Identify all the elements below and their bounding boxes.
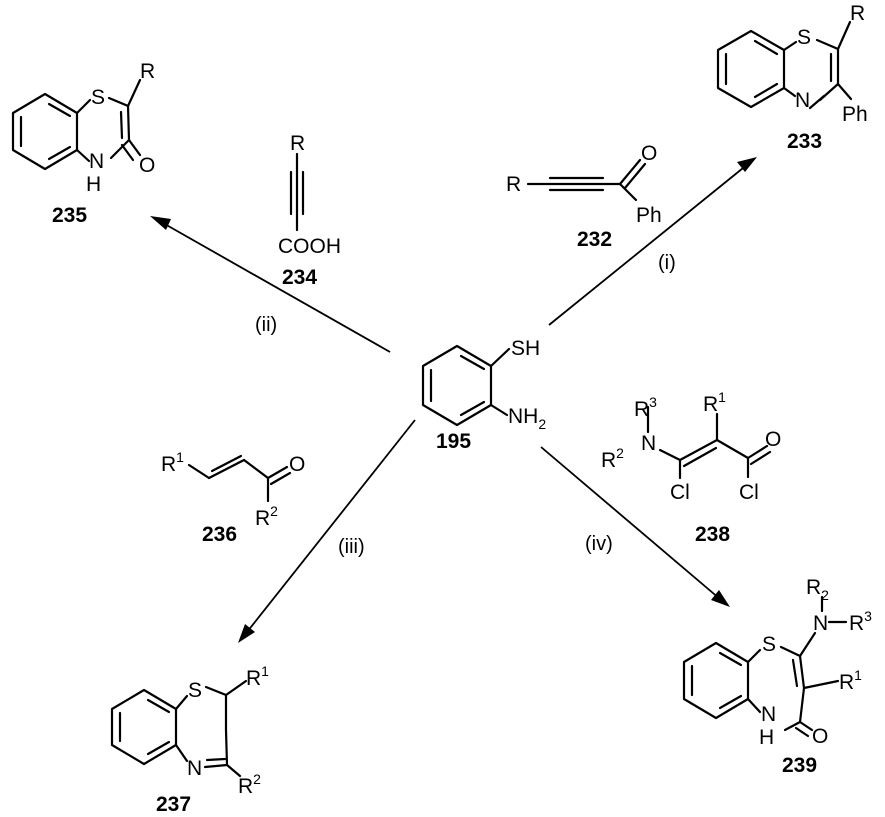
compound-239-skeleton [682, 595, 848, 738]
compound-236-r1: R1 [161, 449, 184, 476]
compound-239-oxygen: O [812, 725, 828, 748]
thiol-label: SH [511, 337, 540, 360]
arrow-iii [238, 419, 416, 643]
compound-239-sulfur: S [762, 633, 776, 656]
compound-236: R1 O R2 236 [161, 449, 305, 546]
compound-233-skeleton [716, 20, 853, 110]
compound-236-skeleton [187, 454, 292, 503]
compound-238-skeleton [646, 405, 772, 480]
condition-iii: (iii) [338, 536, 365, 558]
compound-235-skeleton [11, 78, 142, 171]
compound-233-number: 233 [787, 130, 822, 153]
compound-232-r: R [506, 173, 521, 196]
condition-iv: (iv) [585, 533, 613, 555]
compound-239-r2: R2 [806, 576, 829, 603]
compound-233-phenyl: Ph [842, 103, 868, 126]
arrow-ii [150, 216, 391, 353]
compound-235-r: R [140, 60, 155, 83]
compound-239-number: 239 [782, 754, 817, 777]
compound-236-r2: R2 [255, 503, 278, 530]
arrow-iv [540, 446, 730, 607]
compound-239-nitrogen: N [761, 703, 776, 726]
compound-238-chlorine-1: Cl [670, 481, 690, 504]
condition-i: (i) [658, 252, 676, 274]
compound-235-number: 235 [52, 204, 87, 227]
compound-235-nitrogen: N [89, 150, 104, 173]
compound-232-number: 232 [577, 228, 612, 251]
compound-235-oxygen: O [139, 154, 155, 177]
condition-ii: (ii) [255, 314, 277, 336]
compound-234-skeleton [289, 152, 305, 232]
compound-237: S R1 N R2 237 [110, 663, 269, 816]
amine-label: NH2 [508, 405, 546, 432]
compound-239-amine-nitrogen: N [813, 612, 828, 635]
compound-234-carboxyl: COOH [278, 235, 341, 258]
compound-195-number: 195 [436, 430, 471, 453]
compound-232: R O Ph 232 [506, 142, 662, 251]
compound-237-number: 237 [156, 793, 191, 816]
compound-233-r: R [850, 2, 865, 25]
compound-235-sulfur: S [91, 86, 105, 109]
compound-237-sulfur: S [188, 679, 202, 702]
compound-233-nitrogen: N [795, 89, 810, 112]
compound-239-hydrogen: H [759, 726, 774, 749]
compound-238: R3 N R1 R2 O Cl Cl 238 [601, 389, 781, 546]
compound-238-nitrogen: N [641, 432, 656, 455]
compound-232-phenyl: Ph [636, 204, 662, 227]
compound-237-r1: R1 [246, 663, 269, 690]
compound-238-r3: R3 [634, 394, 657, 421]
compound-233: S R N Ph 233 [716, 2, 868, 153]
compound-234-r: R [290, 132, 305, 155]
compound-237-nitrogen: N [187, 757, 202, 780]
compound-195-skeleton [421, 344, 511, 427]
compound-235: S R N H O 235 [11, 60, 155, 227]
compound-232-skeleton [526, 158, 647, 202]
compound-238-chlorine-2: Cl [739, 481, 759, 504]
compound-236-number: 236 [202, 523, 237, 546]
compound-233-sulfur: S [797, 26, 811, 49]
compound-195: SH NH2 195 [421, 337, 546, 453]
compound-239: S R2 N R3 R1 N H O 239 [682, 576, 872, 777]
compound-236-oxygen: O [289, 453, 305, 476]
compound-238-r2: R2 [601, 445, 624, 472]
compound-238-r1: R1 [703, 389, 726, 416]
compound-234: R COOH 234 [278, 132, 341, 289]
compound-238-oxygen: O [765, 428, 781, 451]
compound-239-r3: R3 [849, 608, 872, 635]
compound-237-skeleton [110, 679, 248, 778]
compound-232-oxygen: O [641, 142, 657, 165]
compound-239-r1: R1 [839, 667, 862, 694]
compound-237-r2: R2 [238, 771, 261, 798]
compound-234-number: 234 [282, 266, 317, 289]
arrow-i [548, 157, 757, 326]
compound-235-hydrogen: H [86, 173, 101, 196]
compound-238-number: 238 [695, 523, 730, 546]
